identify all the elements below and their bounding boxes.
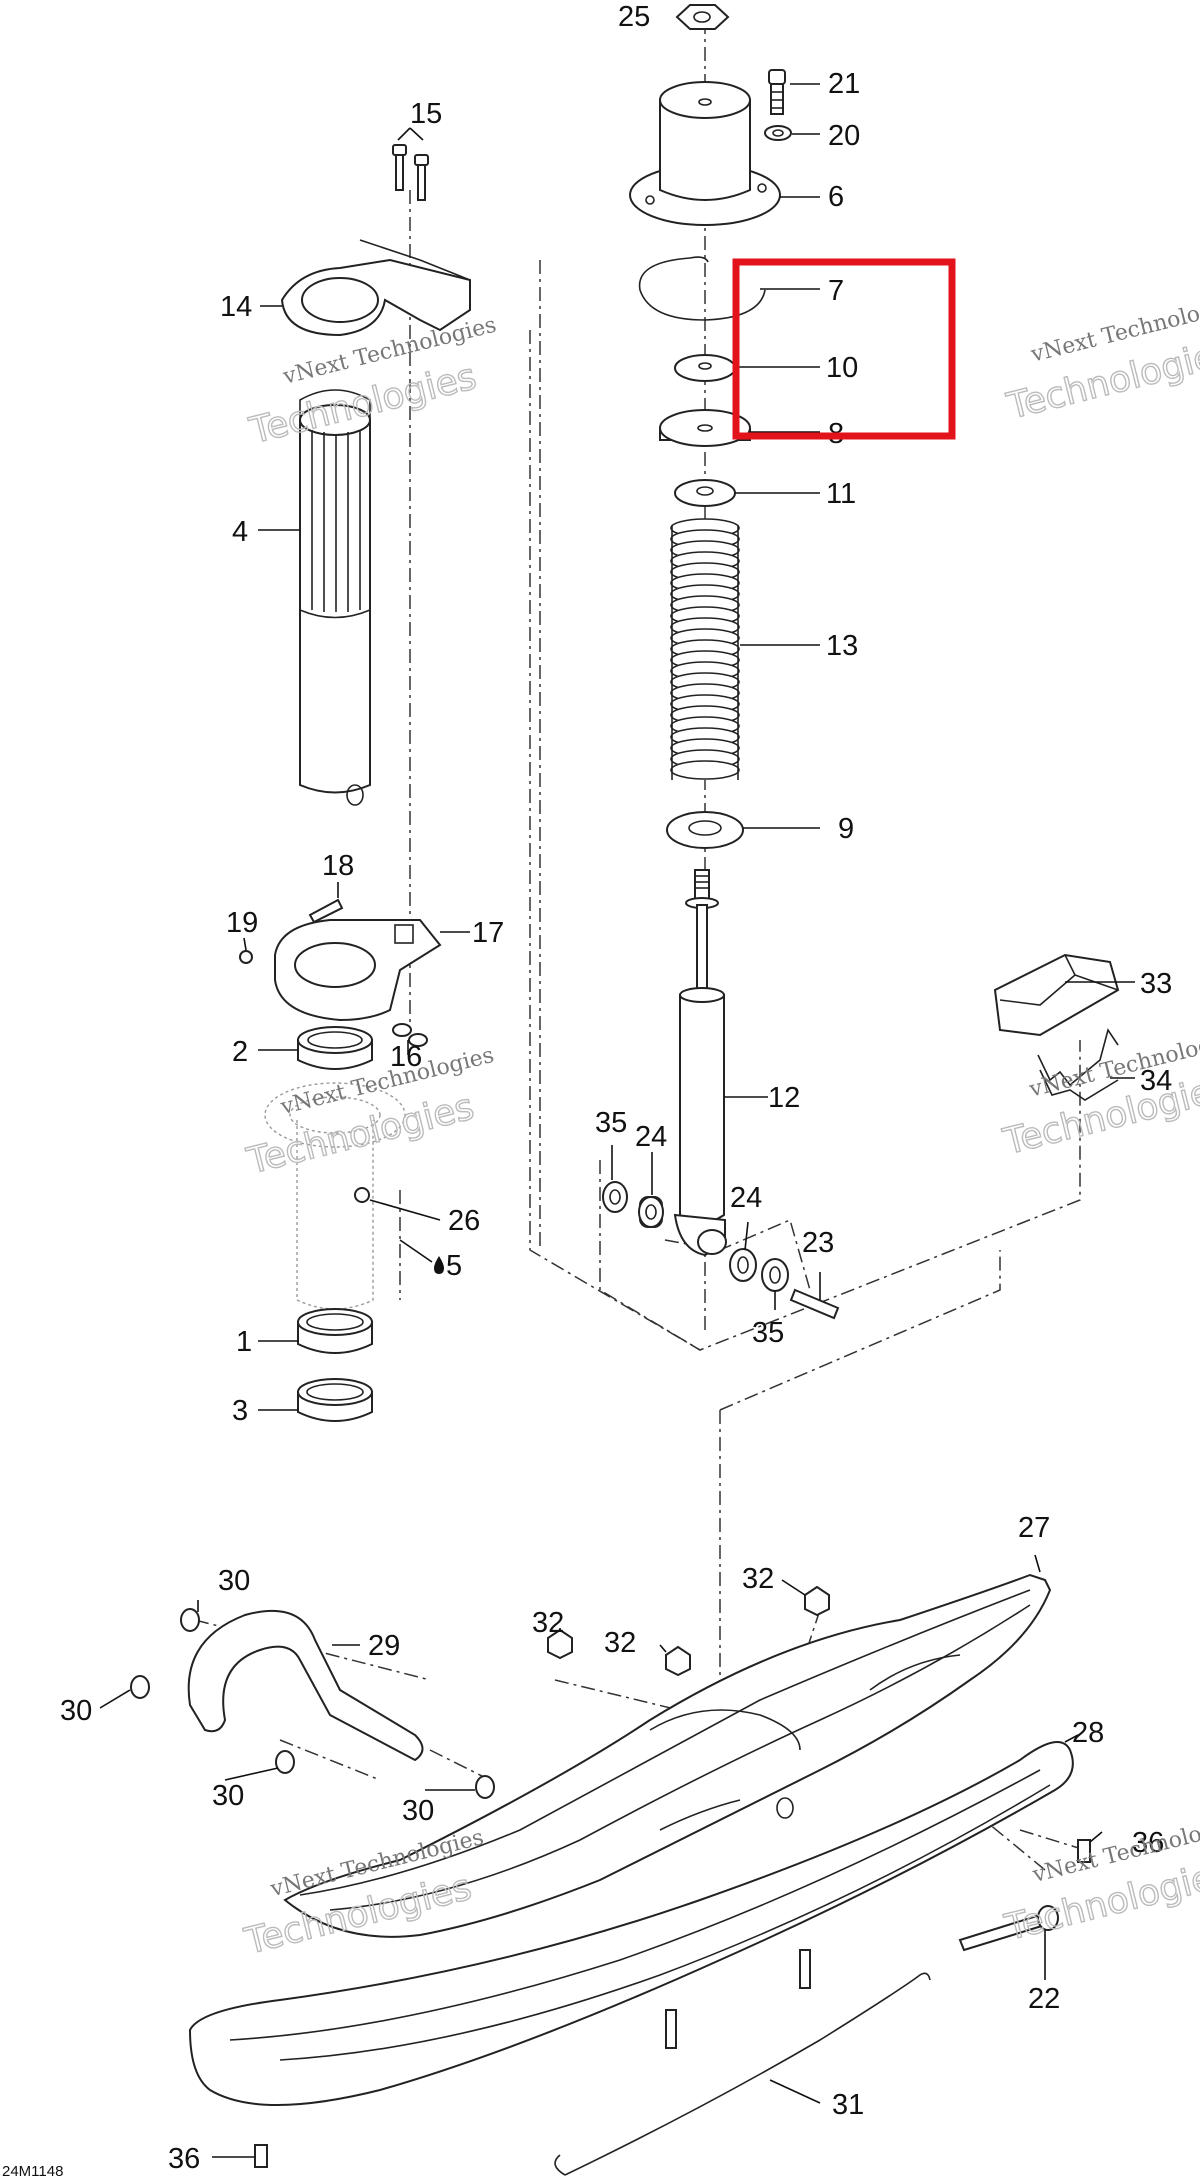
bushing-1	[297, 1308, 373, 1354]
nut-32	[547, 1585, 830, 1677]
spacer-8	[659, 409, 751, 447]
label-17: 17	[472, 917, 504, 949]
bushing-35-left	[602, 1181, 628, 1213]
highlight-box	[732, 258, 956, 440]
bushing-2	[297, 1026, 373, 1070]
label-20: 20	[828, 120, 860, 152]
shock-absorber-12	[673, 869, 727, 1257]
label-22: 22	[1028, 1983, 1060, 2015]
label-32-mid: 32	[604, 1627, 636, 1659]
label-2: 2	[232, 1036, 248, 1068]
label-23: 23	[802, 1227, 834, 1259]
label-32-left: 32	[532, 1607, 564, 1639]
label-36-bottom: 36	[168, 2143, 200, 2175]
label-24-right: 24	[730, 1182, 762, 1214]
label-11: 11	[826, 478, 856, 510]
label-28: 28	[1072, 1717, 1104, 1749]
label-30-mid: 30	[212, 1780, 244, 1812]
label-9: 9	[838, 813, 854, 845]
label-15: 15	[410, 98, 442, 130]
label-25: 25	[618, 1, 650, 33]
label-31: 31	[832, 2089, 864, 2121]
screw-19	[239, 950, 253, 964]
label-16: 16	[390, 1041, 422, 1073]
ski-assembly	[130, 1573, 1091, 2176]
shock-assembly	[602, 4, 840, 1320]
runner-28	[188, 1741, 1074, 2106]
washer-10	[674, 354, 736, 382]
bracket-34	[1037, 1028, 1119, 1101]
label-35-left: 35	[595, 1107, 627, 1139]
label-30-left: 30	[60, 1695, 92, 1727]
label-33: 33	[1140, 968, 1172, 1000]
label-7: 7	[828, 275, 844, 307]
label-26: 26	[448, 1205, 480, 1237]
bumper-33	[993, 953, 1120, 1037]
bolt-18	[308, 898, 344, 924]
ski-bumper-parts	[993, 953, 1120, 1101]
washer-20	[764, 125, 792, 141]
ski-27	[283, 1573, 1052, 1938]
label-10: 10	[826, 352, 858, 384]
label-27: 27	[1018, 1512, 1050, 1544]
spacer-24-right	[729, 1248, 757, 1282]
leader-lines	[99, 83, 1135, 2158]
nut-25	[675, 4, 730, 30]
screw-21	[768, 69, 786, 115]
ski-handle-29	[187, 1609, 424, 1762]
label-32-right: 32	[742, 1563, 774, 1595]
diagram-code: 24M1148	[2, 2163, 63, 2179]
label-1: 1	[236, 1326, 252, 1358]
screw-36	[254, 1839, 1091, 2168]
housing-ghost	[264, 1082, 406, 1310]
bushing-35-right	[761, 1258, 789, 1292]
label-5: 5	[446, 1250, 462, 1282]
bolt-23	[789, 1288, 840, 1320]
carbide-runner-31	[554, 1949, 931, 2176]
washer-11	[674, 479, 736, 507]
washer-9	[666, 811, 744, 849]
grease-drop-icon	[434, 1256, 444, 1274]
label-35-right: 35	[752, 1317, 784, 1349]
label-14: 14	[220, 291, 252, 323]
screw-15	[392, 144, 429, 201]
label-19: 19	[226, 907, 258, 939]
label-30-top: 30	[218, 1565, 250, 1597]
spacer-24-left	[638, 1196, 664, 1228]
label-36-right: 36	[1132, 1827, 1164, 1859]
label-3: 3	[232, 1395, 248, 1427]
grease-fitting-26	[354, 1187, 370, 1203]
label-4: 4	[232, 516, 248, 548]
plug-30	[130, 1608, 495, 1799]
label-6: 6	[828, 181, 844, 213]
steering-arm-17	[274, 919, 442, 1022]
label-18: 18	[322, 850, 354, 882]
spring-13	[670, 518, 740, 780]
bushing-3	[297, 1378, 373, 1422]
label-21: 21	[828, 68, 860, 100]
screw-16	[392, 1023, 428, 1047]
steering-arm-14	[280, 239, 471, 337]
spring-coil	[670, 760, 740, 780]
steering-column-4	[299, 389, 371, 806]
top-mount-6	[629, 81, 781, 226]
label-34: 34	[1140, 1065, 1172, 1097]
label-13: 13	[826, 630, 858, 662]
circlip-7	[638, 256, 766, 321]
label-29: 29	[368, 1630, 400, 1662]
bolt-22	[958, 1905, 1059, 1952]
label-12: 12	[768, 1082, 800, 1114]
label-30-right: 30	[402, 1795, 434, 1827]
spindle-assembly	[239, 144, 471, 1422]
part-labels: 25 21 20 6 7 10 8 11 13 9 12 15 14 4 18 …	[2, 1, 1172, 2179]
label-24-left: 24	[635, 1121, 667, 1153]
